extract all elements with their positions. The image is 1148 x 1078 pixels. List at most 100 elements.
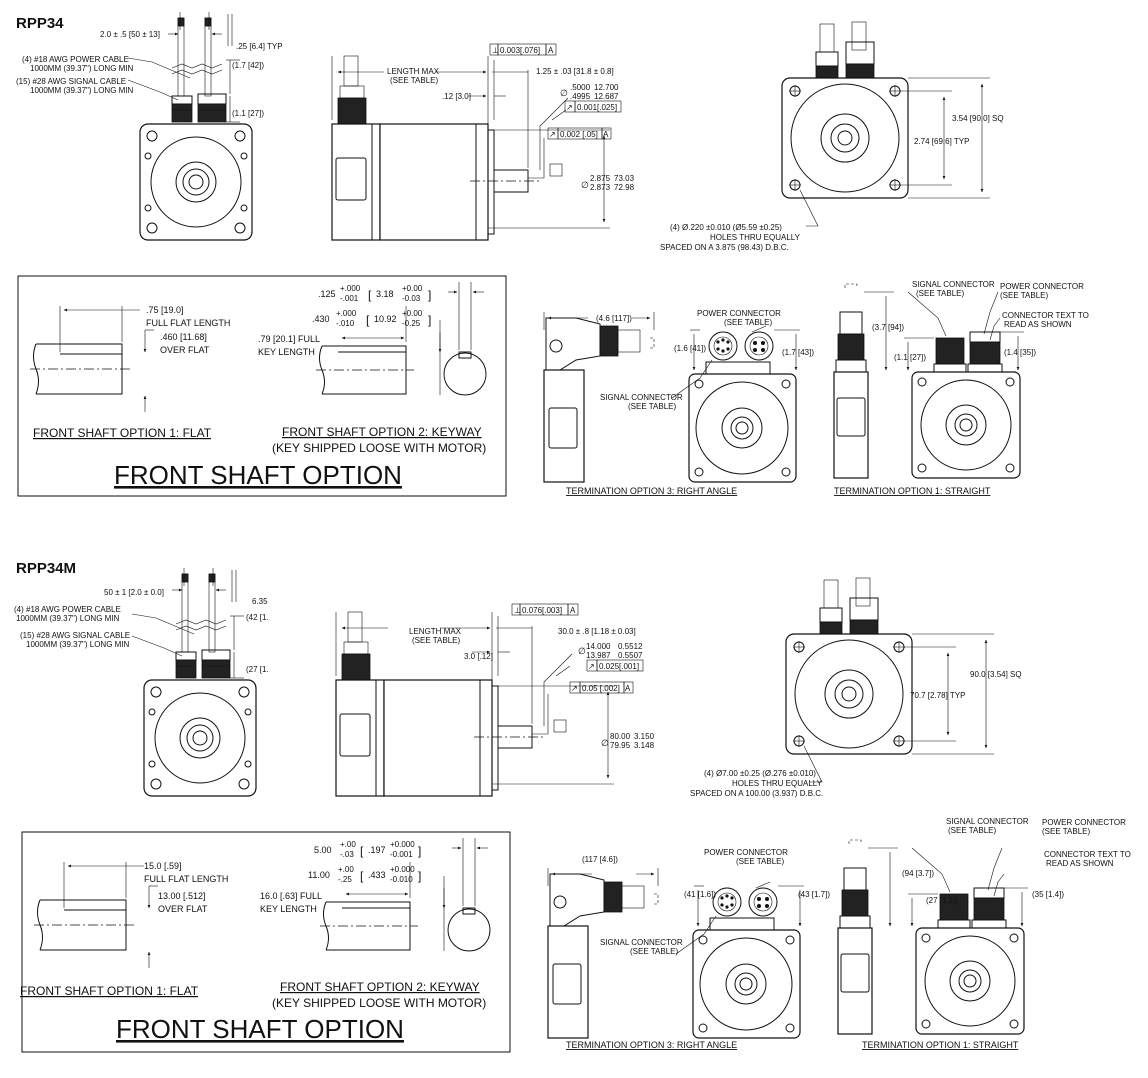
- power-cable-note: (4) #18 AWG POWER CABLE: [14, 605, 121, 614]
- flat-length-dim: 15.0 [.59]: [144, 861, 182, 871]
- cable-dim-a: (42 [1.: [246, 613, 269, 622]
- st-height-dim: (94 [3.7]): [902, 869, 934, 878]
- key-width-tol-up: +.000: [340, 284, 361, 293]
- key-shipped-note: (KEY SHIPPED LOOSE WITH MOTOR): [272, 441, 486, 455]
- st-power-connector: POWER CONNECTOR: [1000, 282, 1084, 291]
- signal-cable-note: (15) #28 AWG SIGNAL CABLE: [20, 631, 130, 640]
- perp-symbol: ⊥: [514, 606, 521, 615]
- pilot-runout-symbol: ↗: [549, 130, 556, 139]
- pilot-dia-symbol: ∅: [581, 180, 589, 190]
- ra-height-dim-right: (43 [1.7]): [798, 890, 830, 899]
- shaft-dia-min: 13.987: [586, 651, 611, 660]
- shaft-dia-max: 14.000: [586, 642, 611, 651]
- st-connector-text-note: CONNECTOR TEXT TO: [1044, 850, 1131, 859]
- key-depth-tol-dn: -.25: [338, 875, 352, 884]
- key-width-bracket-close: ]: [428, 288, 431, 302]
- st-dim-right: (35 [1.4]): [1032, 890, 1064, 899]
- pilot-dia-max: 2.875: [590, 174, 611, 183]
- key-depth-bracket-open: [: [360, 869, 364, 883]
- cable-typ-dim: 6.35: [252, 597, 268, 606]
- pilot-dia-max-metric: 3.150: [634, 732, 655, 741]
- cable-typ-dim: .25 [6.4] TYP: [236, 42, 283, 51]
- key-depth-metric-up: +0.00: [402, 309, 423, 318]
- st-connector-text-note-2: READ AS SHOWN: [1004, 320, 1072, 329]
- key-width-dim: .125: [318, 289, 336, 299]
- ra-power-connector-see: (SEE TABLE): [736, 857, 785, 866]
- section-rpp34-linework: [18, 12, 1024, 496]
- ra-height-dim-right: (1.7 [43]): [782, 348, 814, 357]
- pilot-depth-dim: 3.0 [.12]: [464, 652, 493, 661]
- section-title: RPP34M: [16, 560, 76, 577]
- shaft-dia-symbol: ∅: [560, 88, 568, 98]
- key-depth-metric-dn: -0.010: [390, 875, 413, 884]
- key-width-tol-up: +.00: [340, 840, 356, 849]
- shaft-length-dim: 1.25 ± .03 [31.8 ± 0.8]: [536, 67, 614, 76]
- ra-height-dim-left: (1.6 [41]): [674, 344, 706, 353]
- key-width-metric-up: +0.00: [402, 284, 423, 293]
- power-cable-note: (4) #18 AWG POWER CABLE: [22, 55, 129, 64]
- bolt-spacing-dim: 70.7 [2.78] TYP: [910, 691, 965, 700]
- st-dim-right: (1.4 [35]): [1004, 348, 1036, 357]
- key-width-metric-up: +0.000: [390, 840, 415, 849]
- front-shaft-option-heading: FRONT SHAFT OPTION: [114, 460, 402, 490]
- key-width-dim: 5.00: [314, 845, 332, 855]
- mount-holes-note-3: SPACED ON A 3.875 (98.43) D.B.C.: [660, 243, 789, 252]
- over-flat-label: OVER FLAT: [158, 904, 208, 914]
- st-dim-left: (1.1 [27]): [894, 353, 926, 362]
- st-connector-text-note-2: READ AS SHOWN: [1046, 859, 1114, 868]
- st-height-dim: (3.7 [94]): [872, 323, 904, 332]
- mount-holes-note-2: HOLES THRU EQUALLY: [732, 779, 823, 788]
- key-depth-bracket-close: ]: [418, 869, 421, 883]
- shaft-dia-min: .4995: [570, 92, 591, 101]
- power-cable-note-2: 1000MM (39.37") LONG MIN: [16, 614, 120, 623]
- flange-square-dim: 3.54 [90.0] SQ: [952, 114, 1004, 123]
- shaft-dia-max: .5000: [570, 83, 591, 92]
- key-depth-metric: 10.92: [374, 314, 397, 324]
- pilot-dia-min: 2.873: [590, 183, 611, 192]
- shaft-length-dim: 30.0 ± .8 [1.18 ± 0.03]: [558, 627, 636, 636]
- key-length-label: KEY LENGTH: [258, 347, 315, 357]
- shaft-option-flat-label: FRONT SHAFT OPTION 1: FLAT: [33, 426, 212, 440]
- key-width-metric-dn: -0.03: [402, 294, 421, 303]
- termination-option-1-label: TERMINATION OPTION 1: STRAIGHT: [862, 1040, 1019, 1050]
- pilot-dia-max-metric: 73.03: [614, 174, 635, 183]
- st-signal-connector: SIGNAL CONNECTOR: [912, 280, 995, 289]
- key-length-label: KEY LENGTH: [260, 904, 317, 914]
- over-flat-dim: 13.00 [.512]: [158, 891, 206, 901]
- key-depth-metric-dn: -0.25: [402, 319, 421, 328]
- key-depth-tol-up: +.000: [336, 309, 357, 318]
- pilot-runout-tol: 0.002 [.05]: [560, 130, 598, 139]
- flat-length-dim: .75 [19.0]: [146, 305, 184, 315]
- perpendicularity-tol: 0.003[.076]: [500, 46, 540, 55]
- front-shaft-option-heading: FRONT SHAFT OPTION: [116, 1014, 404, 1044]
- power-cable-note-2: 1000MM (39.37") LONG MIN: [30, 64, 134, 73]
- length-max-see: (SEE TABLE): [412, 636, 461, 645]
- ra-signal-connector: SIGNAL CONNECTOR: [600, 938, 683, 947]
- key-width-tol-dn: -.03: [340, 850, 354, 859]
- pilot-dia-min-metric: 72.98: [614, 183, 635, 192]
- ra-signal-connector-see: (SEE TABLE): [630, 947, 679, 956]
- pilot-dia-symbol: ∅: [601, 738, 609, 748]
- ra-power-connector: POWER CONNECTOR: [697, 309, 781, 318]
- cable-spacing-dim: 50 ± 1 [2.0 ± 0.0]: [104, 588, 164, 597]
- shaft-runout-tol: 0.025[.001]: [599, 662, 639, 671]
- bolt-spacing-dim: 2.74 [69.6] TYP: [914, 137, 969, 146]
- section-rpp34m: RPP34M 50 ± 1 [2.0 ± 0.0] 6.35 (4) #18 A…: [14, 560, 1131, 1052]
- mount-holes-note: (4) Ø7.00 ±0.25 (Ø.276 ±0.010): [704, 769, 816, 778]
- signal-cable-note-2: 1000MM (39.37") LONG MIN: [30, 86, 134, 95]
- pilot-dia-min-metric: 3.148: [634, 741, 655, 750]
- ra-power-connector: POWER CONNECTOR: [704, 848, 788, 857]
- pilot-dia-max: 80.00: [610, 732, 631, 741]
- st-power-connector: POWER CONNECTOR: [1042, 818, 1126, 827]
- termination-option-3-label: TERMINATION OPTION 3: RIGHT ANGLE: [566, 1040, 737, 1050]
- perp-datum: A: [570, 606, 576, 615]
- pilot-runout-tol: 0.05 [.002]: [582, 684, 620, 693]
- mount-holes-note: (4) Ø.220 ±0.010 (Ø5.59 ±0.25): [670, 223, 782, 232]
- termination-option-3-label: TERMINATION OPTION 3: RIGHT ANGLE: [566, 486, 737, 496]
- section-rpp34m-linework: [22, 568, 1028, 1052]
- st-signal-connector-see: (SEE TABLE): [948, 826, 997, 835]
- ra-width-dim: (4.6 [117]): [596, 314, 632, 323]
- key-width-metric: .197: [368, 845, 386, 855]
- shaft-dia-symbol: ∅: [578, 646, 586, 656]
